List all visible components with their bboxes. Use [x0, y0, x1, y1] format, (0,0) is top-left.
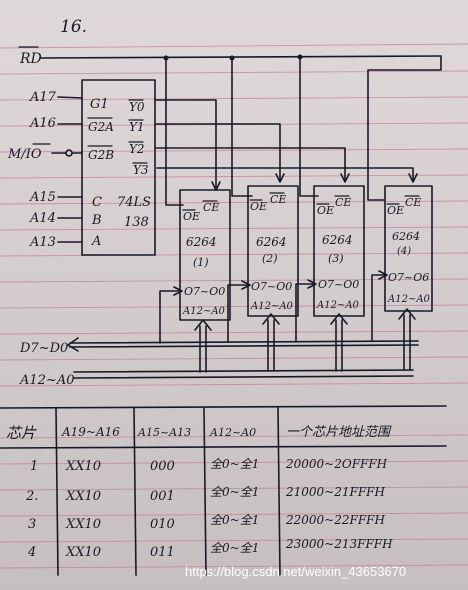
- addr-bus-label: A12~A0: [19, 373, 74, 388]
- table-cell: 4: [27, 545, 36, 560]
- svg-text:6264: 6264: [256, 235, 287, 249]
- y3-wire: [156, 167, 414, 181]
- table-header-chip: 芯片: [6, 424, 37, 442]
- a17-label: A17: [29, 90, 57, 105]
- table-header-a19-a16: A19~A16: [61, 425, 120, 439]
- mio-label: M/IO: [7, 147, 42, 162]
- y1-wire: [154, 123, 281, 181]
- svg-text:CE: CE: [335, 196, 351, 209]
- table-cell: 22000~22FFFH: [285, 513, 385, 527]
- svg-text:O7~O6: O7~O6: [388, 271, 429, 284]
- svg-text:OE: OE: [183, 210, 200, 223]
- ruled-lines: [0, 43, 468, 569]
- oe-wire-2: [231, 57, 253, 197]
- svg-text:A12~A0: A12~A0: [316, 300, 360, 311]
- rd-bus-line: [39, 55, 442, 59]
- table-cell: 000: [150, 459, 175, 474]
- decoder-name-2: 138: [124, 215, 149, 230]
- watermark: https://blog.csdn.net/weixin_43653670: [185, 564, 406, 579]
- mio-inverter: [65, 149, 73, 157]
- decoder-pin-g2b: G2B: [88, 148, 114, 162]
- oe-wire-4: [367, 55, 442, 201]
- data-bus-line: [69, 340, 419, 344]
- svg-text:CE: CE: [203, 201, 219, 214]
- svg-text:6264: 6264: [392, 230, 420, 243]
- svg-text:OE: OE: [387, 204, 404, 217]
- decoder-74ls138: [81, 79, 156, 256]
- decoder-pin-c: C: [92, 195, 102, 210]
- decoder-out-y0: Y0: [129, 100, 145, 114]
- oe-wire-1: [165, 57, 184, 206]
- table-header-a15-a13: A15~A13: [137, 426, 191, 439]
- table-cell: 全0~全1: [210, 457, 259, 471]
- chip-1: OE CE 6264 (1) O7~O0 A12~A0: [179, 189, 231, 321]
- data-bus-label: D7~D0: [19, 341, 68, 356]
- a14-label: A14: [29, 211, 56, 226]
- table-cell: 23000~213FFFH: [285, 537, 393, 551]
- decoder-pin-a: A: [91, 234, 101, 249]
- svg-text:(2): (2): [262, 252, 278, 265]
- table-header-a12-a0: A12~A0: [209, 426, 256, 439]
- decoder-pin-b: B: [91, 213, 102, 228]
- rd-label: RD: [19, 51, 42, 67]
- svg-text:A12~A0: A12~A0: [387, 294, 431, 305]
- y2-wire: [154, 147, 346, 181]
- chip-2: OE CE 6264 (2) O7~O0 A12~A0: [247, 185, 299, 317]
- table-cell: 全0~全1: [210, 513, 259, 527]
- svg-text:CE: CE: [405, 196, 421, 209]
- a13-label: A13: [29, 235, 56, 250]
- svg-text:O7~O0: O7~O0: [184, 285, 225, 298]
- decoder-pin-g1: G1: [90, 97, 109, 112]
- table-cell: 001: [150, 489, 175, 504]
- table-header-range: 一个芯片地址范围: [286, 425, 392, 440]
- table-cell: XX10: [65, 517, 101, 532]
- a15-label: A15: [29, 190, 56, 205]
- address-table: [0, 405, 447, 576]
- question-number: 16.: [60, 17, 87, 37]
- svg-text:O7~O0: O7~O0: [318, 278, 359, 291]
- data-bus-arrow: [67, 337, 79, 352]
- addr-bus-line: [73, 369, 414, 373]
- svg-text:6264: 6264: [322, 233, 353, 247]
- svg-text:A12~A0: A12~A0: [182, 306, 226, 317]
- oe-wire-3: [299, 56, 319, 197]
- table-cell: 21000~21FFFH: [285, 485, 385, 499]
- svg-text:(4): (4): [397, 246, 411, 257]
- svg-text:6264: 6264: [186, 235, 217, 249]
- table-cell: 010: [150, 517, 175, 532]
- table-cell: XX10: [65, 545, 101, 560]
- decoder-out-y1: Y1: [129, 120, 145, 134]
- table-cell: 3: [28, 517, 36, 532]
- y0-wire: [154, 99, 217, 189]
- decoder-name-1: 74LS: [117, 195, 151, 210]
- decoder-pin-g2a: G2A: [88, 120, 114, 134]
- svg-text:O7~O0: O7~O0: [251, 280, 292, 293]
- table-cell: XX10: [65, 459, 101, 474]
- table-cell: 全0~全1: [210, 541, 259, 555]
- chip-3: OE CE 6264 (3) O7~O0 A12~A0: [313, 185, 365, 317]
- svg-text:OE: OE: [317, 204, 334, 217]
- decoder-out-y2: Y2: [129, 142, 145, 156]
- svg-text:OE: OE: [250, 200, 267, 213]
- table-cell: XX10: [65, 489, 101, 504]
- table-cell: 20000~2OFFFH: [285, 457, 388, 471]
- decoder-out-y3: Y3: [133, 163, 149, 177]
- svg-text:CE: CE: [270, 193, 286, 206]
- svg-text:(1): (1): [193, 256, 209, 269]
- a16-label: A16: [29, 116, 56, 131]
- table-cell: 1: [30, 459, 38, 474]
- svg-text:(3): (3): [328, 252, 344, 265]
- table-cell: 011: [150, 545, 175, 560]
- table-cell: 全0~全1: [210, 485, 259, 499]
- chip-4: OE CE 6264 (4) O7~O6 A12~A0: [384, 185, 433, 312]
- svg-text:A12~A0: A12~A0: [250, 301, 294, 312]
- table-cell: 2.: [25, 489, 38, 504]
